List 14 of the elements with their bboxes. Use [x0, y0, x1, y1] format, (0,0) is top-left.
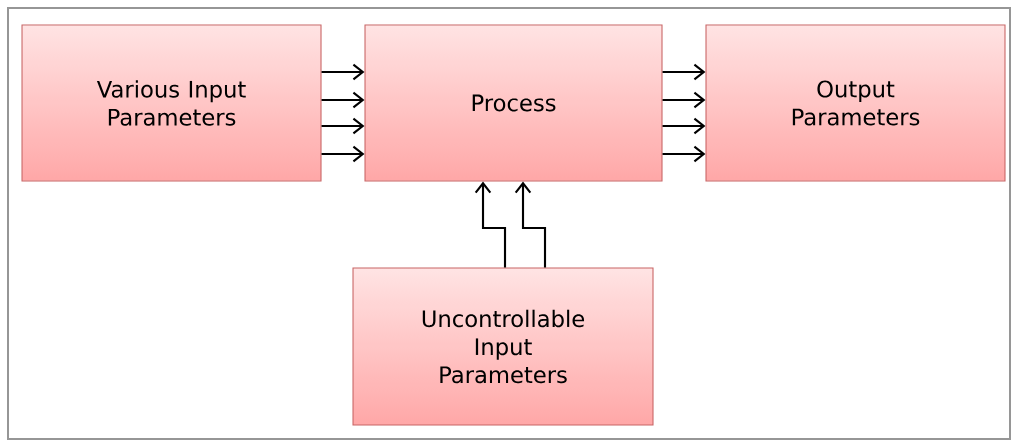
- process-box: Output Parameters: [705, 24, 1006, 182]
- process-box: Process: [364, 24, 663, 182]
- process-box: Various Input Parameters: [21, 24, 322, 182]
- arrow: [662, 145, 706, 163]
- arrow: [321, 63, 365, 81]
- arrow: [662, 63, 706, 81]
- arrow: [514, 181, 547, 268]
- arrow: [321, 91, 365, 109]
- process-box: Uncontrollable Input Parameters: [352, 267, 654, 426]
- arrow: [474, 181, 507, 268]
- arrow: [662, 91, 706, 109]
- arrow: [321, 145, 365, 163]
- arrow: [662, 117, 706, 135]
- arrow: [321, 117, 365, 135]
